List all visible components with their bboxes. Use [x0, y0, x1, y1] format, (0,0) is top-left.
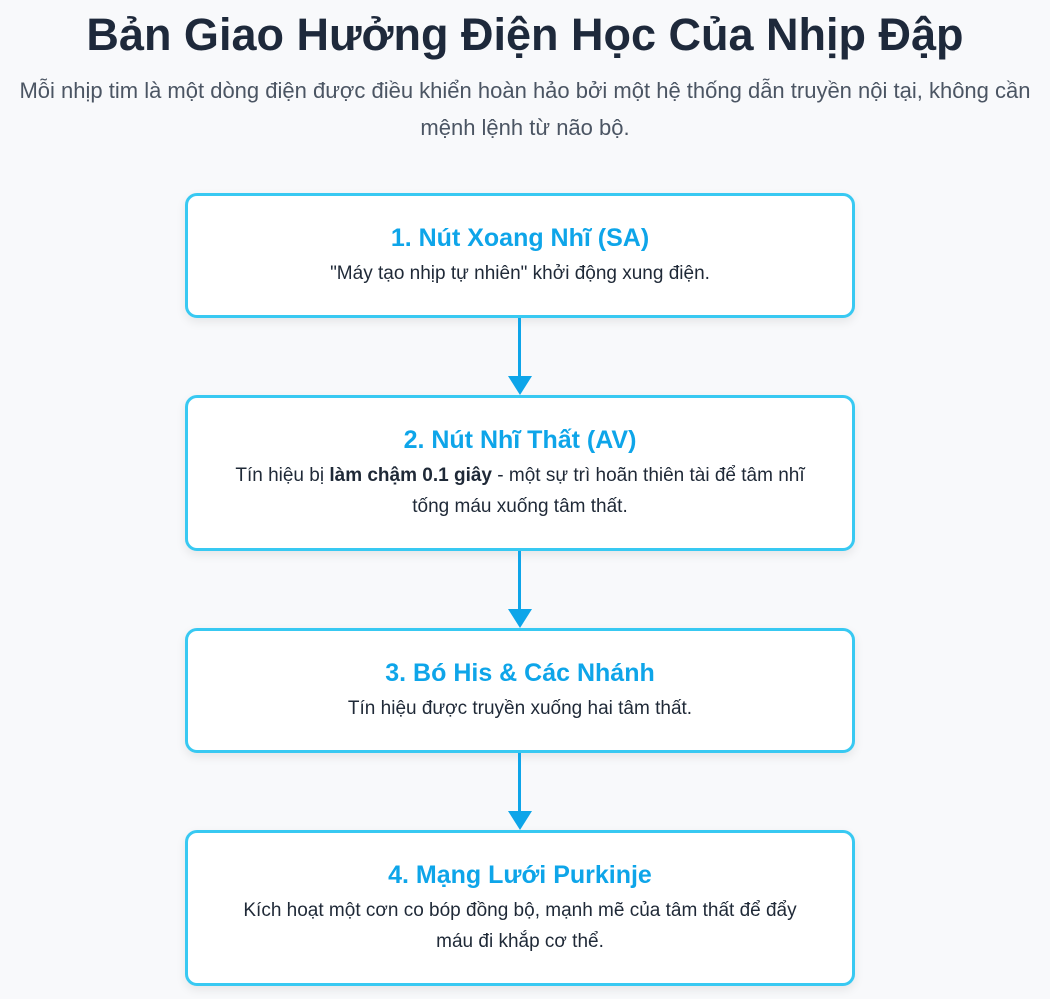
- step-av-node: 2. Nút Nhĩ Thất (AV) Tín hiệu bị làm chậ…: [185, 395, 855, 551]
- step-text: Kích hoạt một cơn co bóp đồng bộ, mạnh m…: [243, 900, 797, 952]
- page-subtitle: Mỗi nhịp tim là một dòng điện được điều …: [19, 78, 1031, 140]
- arrow-down-icon: [185, 753, 855, 830]
- step-title: 3. Bó His & Các Nhánh: [385, 659, 655, 687]
- step-purkinje: 4. Mạng Lưới Purkinje Kích hoạt một cơn …: [185, 830, 855, 986]
- step-text: "Máy tạo nhịp tự nhiên" khởi động xung đ…: [330, 263, 710, 284]
- arrow-down-icon: [185, 551, 855, 628]
- step-title: 2. Nút Nhĩ Thất (AV): [403, 426, 637, 454]
- step-sa-node: 1. Nút Xoang Nhĩ (SA) "Máy tạo nhịp tự n…: [185, 193, 855, 318]
- step-title: 4. Mạng Lưới Purkinje: [388, 861, 652, 889]
- step-title: 1. Nút Xoang Nhĩ (SA): [390, 224, 650, 252]
- page-title: Bản Giao Hưởng Điện Học Của Nhịp Đập: [86, 9, 964, 60]
- step-text: Tín hiệu được truyền xuống hai tâm thất.: [347, 698, 693, 719]
- arrow-down-icon: [185, 318, 855, 395]
- step-text-before: Tín hiệu bị: [235, 465, 330, 486]
- step-text-bold: làm chậm 0.1 giây: [329, 465, 492, 486]
- step-bundle-of-his: 3. Bó His & Các Nhánh Tín hiệu được truy…: [185, 628, 855, 753]
- step-text-after: - một sự trì hoãn thiên tài để tâm nhĩ t…: [412, 465, 805, 517]
- conduction-flow: 1. Nút Xoang Nhĩ (SA) "Máy tạo nhịp tự n…: [185, 193, 855, 986]
- step-text: Tín hiệu bị làm chậm 0.1 giây - một sự t…: [228, 460, 812, 522]
